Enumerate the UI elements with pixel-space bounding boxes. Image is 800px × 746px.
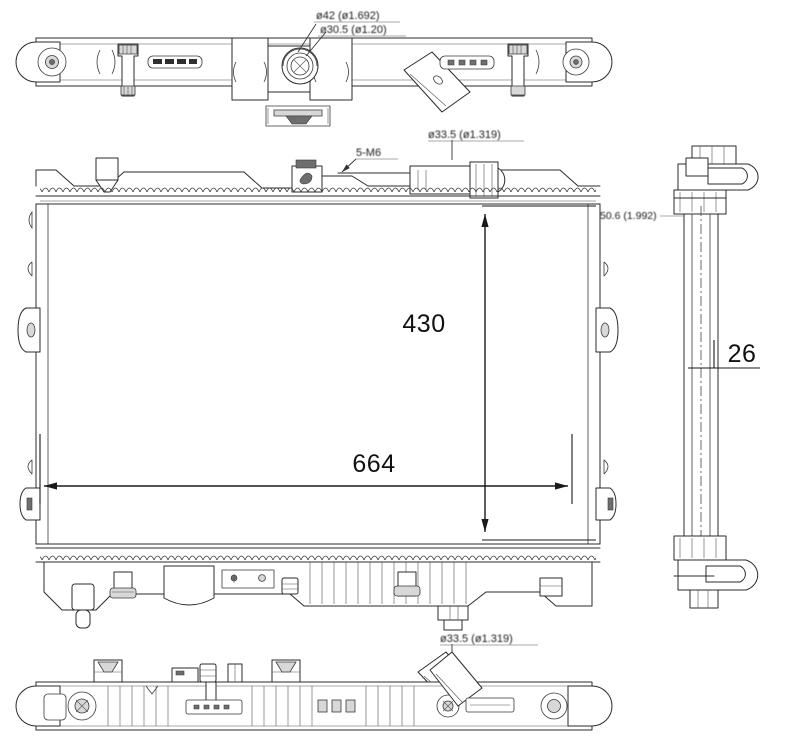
top-view-right-clip	[507, 43, 529, 97]
front-view-lower-fin-band	[40, 552, 596, 562]
stud-callout-leader	[341, 158, 357, 173]
bottom-view-label-plate	[185, 699, 243, 715]
side-view-bottom-fittings	[673, 535, 759, 609]
bottom-view-right-bracket	[271, 659, 301, 683]
front-view-right-tab-a	[603, 261, 609, 277]
inlet-inner-dia-label: ø30.5 (ø1.20)	[320, 24, 387, 36]
front-view-right-tab-b	[603, 459, 609, 475]
front-view-lower-label-plate	[221, 569, 275, 589]
dimension-core-thickness-detail: 50.6 (1.992)	[600, 210, 684, 222]
top-view-left-clip-head	[118, 44, 138, 55]
top-callout-underlines	[314, 21, 406, 37]
front-view-lower-right-pad	[539, 577, 563, 597]
dim-506-text: 50.6 (1.992)	[600, 210, 657, 222]
front-view-left-tab-a	[27, 261, 33, 277]
front-view-right-mount-eye	[595, 307, 619, 353]
top-view-angled-spout	[403, 51, 471, 113]
bottom-view-left-bracket	[93, 659, 123, 683]
front-view-core-outline	[35, 203, 601, 545]
hose-bottom-dia-text: ø33.5 (ø1.319)	[440, 633, 513, 645]
bottom-view-left-ribs	[107, 686, 169, 726]
callout-stud: 5-M6	[341, 147, 398, 173]
top-view-filler-neck	[281, 47, 319, 85]
side-view-radiator	[673, 145, 759, 609]
callout-hose-bottom: ø33.5 (ø1.319)	[440, 633, 538, 646]
side-view-top-fittings	[673, 145, 759, 215]
bottom-view-right-bolt-hole	[547, 699, 561, 713]
front-view-left-lower-tab	[19, 487, 41, 521]
top-view-left-arc-bracket	[96, 49, 116, 75]
dim-664-text: 664	[352, 450, 395, 478]
side-view-core-inner-lines	[691, 214, 711, 536]
top-view-right-clip-ribs	[512, 45, 522, 54]
front-view-lower-rib-block	[281, 577, 299, 595]
top-view-right-clip-foot	[510, 85, 526, 96]
bottom-view-center-features	[171, 663, 243, 709]
top-view-right-label-plate	[439, 55, 495, 70]
bottom-view-right-plate	[465, 697, 515, 713]
front-view-cooler-fitting-right	[393, 571, 421, 597]
top-view-right-bolt-center	[573, 59, 579, 65]
top-view-left-clip	[117, 43, 139, 97]
bottom-view-small-blocks	[317, 699, 356, 713]
front-view-radiator	[17, 140, 619, 713]
front-view-upper-tank	[35, 140, 601, 202]
top-view-assembly	[15, 23, 613, 127]
dimension-core-width: 664	[39, 434, 573, 504]
bottom-view-assembly	[15, 651, 613, 731]
bottom-view-left-bolt-cross	[75, 699, 89, 713]
top-view-left-clip-foot-ribs	[123, 86, 133, 95]
front-view-left-mount-eye	[17, 307, 41, 353]
dimension-core-height: 430	[402, 205, 596, 541]
dim-430-text: 430	[402, 310, 445, 338]
stud-callout-text: 5-M6	[356, 147, 381, 159]
top-view-right-clip-head	[508, 44, 528, 55]
bottom-view-right-ribs	[365, 686, 415, 726]
bottom-view-left-slot	[43, 693, 67, 721]
front-view-upper-fin-band	[40, 186, 596, 196]
front-view-left-notch-top	[28, 210, 33, 230]
front-view-right-lower-tab	[595, 487, 617, 521]
front-view-lower-tank	[43, 561, 593, 631]
front-view-lower-ribs	[309, 562, 467, 604]
bottom-view-bar-inner	[40, 685, 588, 727]
top-view-center-block-left	[231, 37, 269, 101]
front-view-lower-tank-profile	[43, 561, 593, 611]
inlet-leader-1	[297, 23, 317, 53]
front-view-left-boss	[95, 157, 119, 181]
front-view-lower-trough	[163, 565, 215, 606]
front-view-cooler-fitting-left	[109, 571, 137, 599]
callout-hose-top: ø33.5 (ø1.319)	[428, 129, 524, 142]
bottom-view-mid-ribs	[251, 686, 313, 726]
top-view-center-block-arcs	[233, 61, 267, 83]
bottom-view-v-notch	[145, 685, 159, 695]
bottom-view-angled-stub	[429, 651, 483, 707]
top-view-left-clip-ribs	[122, 45, 132, 54]
dimension-core-depth: 26	[688, 340, 760, 369]
front-view-left-tab-b	[27, 459, 33, 475]
bottom-view-right-end	[567, 685, 613, 727]
top-view-left-bolt-center	[49, 59, 55, 65]
top-view-cap-detail	[265, 105, 331, 127]
inlet-outer-dia-label: ø42 (ø1.692)	[316, 10, 380, 22]
front-view-bottom-outlet	[437, 605, 469, 631]
dim-26-text: 26	[728, 340, 757, 368]
top-callout-group: ø42 (ø1.692) ø30.5 (ø1.20)	[316, 10, 387, 36]
top-view-left-label-plate	[147, 55, 203, 69]
hose-top-dia-text: ø33.5 (ø1.319)	[428, 129, 501, 141]
front-view-drain-plug	[71, 583, 95, 629]
